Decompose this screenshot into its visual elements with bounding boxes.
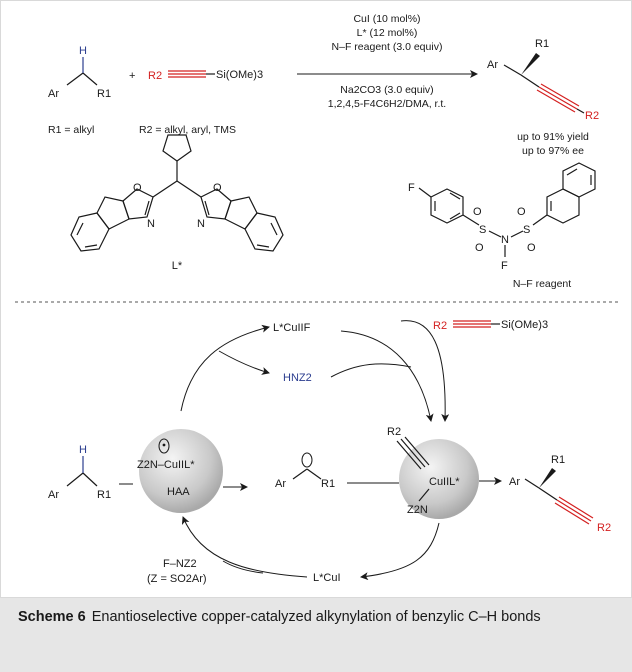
caption-label: Scheme 6 [18,609,86,625]
product-r1-label: R1 [535,38,549,50]
ligand-o-right: O [213,182,222,194]
arrow-to-hnz2 [218,350,270,375]
cycle-complex-right-cu: CuIIL* [429,476,460,488]
ligand-structure: O N O N L* [70,134,284,272]
cycle-substrate: H Ar R1 [48,444,111,501]
nf-o-right-bottom: O [527,242,536,254]
condition-line-4: Na2CO3 (3.0 equiv) [340,84,433,96]
substrate: H Ar R1 [48,45,111,100]
cycle-radical-ar: Ar [275,478,286,490]
arrow-from-silane [400,320,450,422]
cu-complex-haa: Z2N–CuIIL* HAA [137,429,223,513]
product: Ar R1 R2 [487,38,599,122]
condition-line-2: L* (12 mol%) [357,27,418,39]
cycle-lcu1: L*CuI [313,572,341,584]
substrate-h-label: H [79,45,87,57]
cycle-substrate-r1: R1 [97,489,111,501]
scheme-drawing: H Ar R1 + R2 Si(OMe)3 R1 = alkyl R2 = al… [15,13,619,585]
cycle-product-r2: R2 [597,522,611,534]
cycle-radical-r1: R1 [321,478,335,490]
cycle-product: Ar R1 R2 [509,454,611,534]
ligand-n-right: N [197,218,205,230]
ligand-n-left: N [147,218,155,230]
substrate-ar-label: Ar [48,88,59,100]
plus-sign: + [129,70,135,82]
r2-definition: R2 = alkyl, aryl, TMS [139,124,236,136]
arrow-hnz2-release [330,363,412,378]
arrow-fnz2-input [222,560,264,574]
product-r2-label: R2 [585,110,599,122]
benzylic-radical: Ar R1 [275,452,335,490]
cycle-complex-right-n: Z2N [407,504,428,516]
ligand-o-left: O [133,182,142,194]
nf-fluoro-label: F [408,182,415,194]
cycle-silane-group: Si(OMe)3 [501,319,548,331]
cycle-complex-left: Z2N–CuIIL* [137,459,195,471]
cycle-substrate-h: H [79,444,87,456]
cycle-silane-r2: R2 [433,320,447,332]
silane-group: Si(OMe)3 [216,69,263,81]
cycle-product-r1: R1 [551,454,565,466]
cycle-hnz2: HNZ2 [283,372,312,384]
r1-definition: R1 = alkyl [48,124,94,136]
nf-s-left: S [479,224,486,236]
arrow-from-lcu2f [340,330,434,422]
nf-reagent-structure: F S O O N F S O O N–F reagent [408,162,596,290]
cycle-lcu2f: L*CuIIF [273,322,311,334]
substrate-r1-label: R1 [97,88,111,100]
nf-s-right: S [523,224,530,236]
cycle-fnz2: F–NZ2 [163,558,197,570]
yield-text: up to 91% yield [517,131,589,143]
condition-line-3: N–F reagent (3.0 equiv) [332,41,443,53]
cycle-complex-r2: R2 [387,426,401,438]
cycle-z-definition: (Z = SO2Ar) [147,573,207,585]
cycle-silane: R2 Si(OMe)3 [433,319,548,332]
scheme-caption: Scheme 6 Enantioselective copper-catalyze… [0,598,632,672]
arrow-to-lcu2f [180,324,270,412]
product-ar-label: Ar [487,59,498,71]
caption-text: Enantioselective copper-catalyzed alkyny… [91,609,541,625]
ligand-name: L* [172,260,183,272]
ee-text: up to 97% ee [522,145,584,157]
arrow-to-lcu1 [360,522,440,581]
nf-o-right-top: O [517,206,526,218]
nf-o-left-top: O [473,206,482,218]
nf-f-on-n: F [501,260,508,272]
cycle-haa: HAA [167,486,190,498]
arrow-to-cu2-complex [181,516,308,578]
nf-reagent-name: N–F reagent [513,278,571,290]
silane-r2-label: R2 [148,70,162,82]
nf-n-label: N [501,234,509,246]
cycle-product-ar: Ar [509,476,520,488]
cu-alkynyl-complex: R2 CuIIL* Z2N [387,426,479,519]
alkynyl-silane: R2 Si(OMe)3 [148,69,263,82]
cycle-substrate-ar: Ar [48,489,59,501]
reaction-scheme: H Ar R1 + R2 Si(OMe)3 R1 = alkyl R2 = al… [0,0,632,598]
condition-line-1: CuI (10 mol%) [353,13,420,25]
nf-o-left-bottom: O [475,242,484,254]
condition-line-5: 1,2,4,5-F4C6H2/DMA, r.t. [328,98,446,110]
